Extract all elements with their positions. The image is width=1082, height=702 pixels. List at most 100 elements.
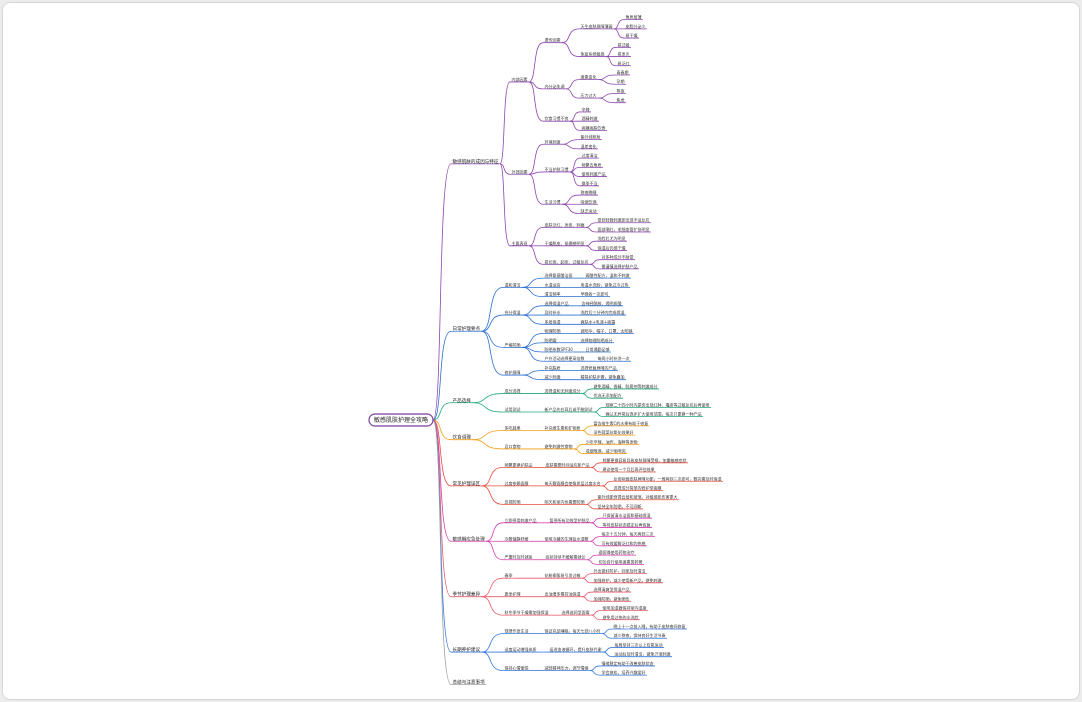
- topic-node[interactable]: 温和清洁: [505, 281, 521, 287]
- topic-node[interactable]: 选择成分简单的修护型面膜: [614, 484, 662, 490]
- topic-node[interactable]: 易发炎: [618, 51, 630, 57]
- topic-node[interactable]: 反而削弱皮肤屏障功能，一周两到三次即可，敷完需及时保湿: [614, 475, 722, 481]
- topic-node[interactable]: 过度清洁: [582, 152, 598, 158]
- topic-node[interactable]: 只保留清水洁面和基础保湿: [603, 512, 651, 518]
- topic-node[interactable]: 及时补水: [545, 309, 561, 315]
- topic-node[interactable]: 洗脸后三分钟内完成保湿: [581, 309, 625, 315]
- branch-node[interactable]: 日常护理要点: [453, 325, 481, 332]
- topic-node[interactable]: 主要表现: [512, 240, 528, 246]
- topic-node[interactable]: 减轻精神压力，调节情绪: [545, 665, 589, 671]
- topic-node[interactable]: 规律作息生活: [505, 628, 529, 634]
- topic-node[interactable]: 秋冬季节干燥需加强保湿: [505, 609, 549, 615]
- topic-node[interactable]: 面部潮红，毛细血管扩张明显: [598, 226, 650, 232]
- topic-node[interactable]: 保湿后仍感干燥: [598, 244, 626, 250]
- branch-node[interactable]: 敏感肌肤的成因与特征: [453, 158, 499, 165]
- topic-node[interactable]: 少吃辛辣、油炸、海鲜等发物: [586, 438, 638, 444]
- topic-node[interactable]: 频繁更换护肤品: [505, 461, 533, 467]
- topic-node[interactable]: 加强修护，减少使用新产品，避免刺激: [594, 577, 662, 583]
- topic-node[interactable]: 修护屏障: [505, 369, 521, 375]
- topic-node[interactable]: 忌口食物: [505, 443, 521, 449]
- topic-node[interactable]: 吸烟饮酒: [581, 198, 597, 204]
- branch-node[interactable]: 总结与注意事项: [453, 678, 486, 685]
- topic-node[interactable]: 遗传因素: [545, 37, 561, 43]
- topic-node[interactable]: 易干燥: [626, 32, 638, 38]
- topic-node[interactable]: 阴天和室内也需要防晒: [545, 498, 585, 504]
- topic-node[interactable]: 补充维生素和矿物质: [545, 424, 581, 430]
- topic-node[interactable]: 免疫系统敏感: [581, 51, 605, 57]
- topic-node[interactable]: 外出做好防护，回家及时清洁: [594, 568, 646, 574]
- topic-node[interactable]: 内分泌失调: [545, 83, 565, 89]
- topic-node[interactable]: 每周坚持三次以上有氧运动: [615, 641, 663, 647]
- topic-node[interactable]: 夏季护理: [505, 591, 521, 597]
- topic-node[interactable]: 试用测试: [505, 406, 521, 412]
- topic-node[interactable]: 选择清爽型保湿产品: [594, 586, 630, 592]
- topic-node[interactable]: 内部因素: [512, 76, 528, 82]
- topic-node[interactable]: 过度依赖面膜: [505, 480, 529, 486]
- topic-node[interactable]: 清洁频率: [545, 291, 561, 297]
- topic-node[interactable]: 饮食习惯不良: [545, 115, 569, 121]
- topic-node[interactable]: 成分选择: [505, 388, 521, 394]
- topic-node[interactable]: 生活习惯: [545, 198, 561, 204]
- topic-node[interactable]: 使用冷藏的生理盐水湿敷: [545, 535, 589, 541]
- topic-node[interactable]: 皮肤需要时间适应新产品: [546, 461, 590, 467]
- topic-node[interactable]: 坚持全年防晒，不可间断: [598, 503, 642, 509]
- topic-node[interactable]: 不当护肤习惯: [545, 166, 569, 172]
- topic-node[interactable]: 户外活动选择更高倍数: [545, 355, 585, 361]
- topic-node[interactable]: 每两小时补涂一次: [598, 355, 630, 361]
- topic-node[interactable]: 皮肤泛红、发痒、刺痛: [545, 221, 585, 227]
- topic-node[interactable]: 紫外线能穿透云层和玻璃，对敏感肌伤害更大: [598, 494, 678, 500]
- topic-node[interactable]: 选择物理防晒成分: [581, 337, 613, 343]
- topic-node[interactable]: 辛辣: [582, 106, 590, 112]
- topic-node[interactable]: 选择滋润型面霜: [562, 609, 590, 615]
- topic-node[interactable]: 需谨慎选择护肤产品: [602, 263, 638, 269]
- topic-node[interactable]: 多层保湿: [545, 318, 561, 324]
- topic-node[interactable]: 青春期: [617, 69, 629, 75]
- topic-node[interactable]: 频繁更换容易导致皮肤屏障受损，加重敏感症状: [603, 457, 687, 463]
- topic-node[interactable]: 高糖高脂饮食: [582, 124, 606, 130]
- topic-node[interactable]: 精简护肤步骤，避免叠加: [581, 374, 625, 380]
- topic-node[interactable]: 建议使用一个月后再评估效果: [603, 466, 655, 472]
- topic-node[interactable]: 孕期: [617, 78, 625, 84]
- topic-node[interactable]: 充分保湿: [505, 309, 521, 315]
- topic-node[interactable]: 爽肤水+乳液+面霜: [581, 318, 616, 324]
- topic-node[interactable]: 优选无添加配方: [594, 392, 622, 398]
- topic-node[interactable]: 症状持续不缓解需就诊: [546, 554, 586, 560]
- topic-node[interactable]: 频繁去角质: [582, 161, 602, 167]
- topic-node[interactable]: 易过敏: [618, 41, 630, 47]
- topic-node[interactable]: 减少熬夜，保持良好生活节奏: [614, 632, 666, 638]
- topic-node[interactable]: 皮脂分泌少: [626, 23, 646, 29]
- topic-node[interactable]: 冷敷镇静舒缓: [505, 535, 529, 541]
- topic-node[interactable]: 使用加湿器保持室内湿度: [603, 605, 647, 611]
- topic-node[interactable]: 日常通勤足够: [586, 346, 610, 352]
- topic-node[interactable]: 遮阳伞、帽子、口罩、太阳镜: [581, 328, 633, 334]
- topic-node[interactable]: 酒精刺激: [582, 115, 598, 121]
- topic-node[interactable]: 富含维生素C的水果有助于修复: [594, 420, 649, 426]
- topic-node[interactable]: 春季: [505, 572, 513, 578]
- topic-node[interactable]: 易泛红: [618, 60, 630, 66]
- branch-node[interactable]: 长期养护建议: [453, 646, 481, 653]
- topic-node[interactable]: 加强防晒，避免晒伤: [594, 595, 630, 601]
- topic-node[interactable]: 用温水洗脸，避免过冷过热: [581, 281, 629, 287]
- topic-node[interactable]: 对多种成分不耐受: [602, 254, 634, 260]
- topic-node[interactable]: 情绪稳定有助于改善皮肤状态: [602, 660, 654, 666]
- topic-node[interactable]: 早晚各一次即可: [581, 291, 609, 297]
- branch-node[interactable]: 常见护理误区: [453, 480, 481, 487]
- topic-node[interactable]: 使用刺激产品: [582, 171, 606, 177]
- topic-node[interactable]: 激素变化: [581, 74, 597, 80]
- topic-node[interactable]: 适度运动增强体质: [505, 646, 537, 652]
- topic-node[interactable]: 保持心情愉悦: [505, 665, 529, 671]
- topic-node[interactable]: 防晒系数SPF30: [545, 346, 574, 352]
- topic-node[interactable]: 换季不当: [582, 180, 598, 186]
- topic-node[interactable]: 受到轻微刺激即出现不适反应: [598, 217, 650, 223]
- topic-node[interactable]: 运动后及时清洁，避免汗液刺激: [615, 651, 671, 657]
- topic-node[interactable]: 避免用过热的水洗脸: [603, 614, 639, 620]
- topic-node[interactable]: 熬夜晚睡: [581, 189, 597, 195]
- topic-node[interactable]: 忽视防晒: [505, 498, 521, 504]
- mind-map[interactable]: 敏感肌肤的成因与特征内部因素遗传因素天生皮肤屏障薄弱角质层薄皮脂分泌少易干燥免疫…: [3, 3, 1079, 699]
- topic-node[interactable]: 保证充足睡眠，每天七到八小时: [545, 628, 601, 634]
- topic-node[interactable]: 学会放松，培养兴趣爱好: [602, 669, 646, 675]
- topic-node[interactable]: 天生皮肤屏障薄弱: [581, 23, 613, 29]
- topic-node[interactable]: 温差变化: [581, 143, 597, 149]
- topic-node[interactable]: 洗脸后尤为明显: [598, 235, 626, 241]
- topic-node[interactable]: 熬夜: [617, 87, 625, 93]
